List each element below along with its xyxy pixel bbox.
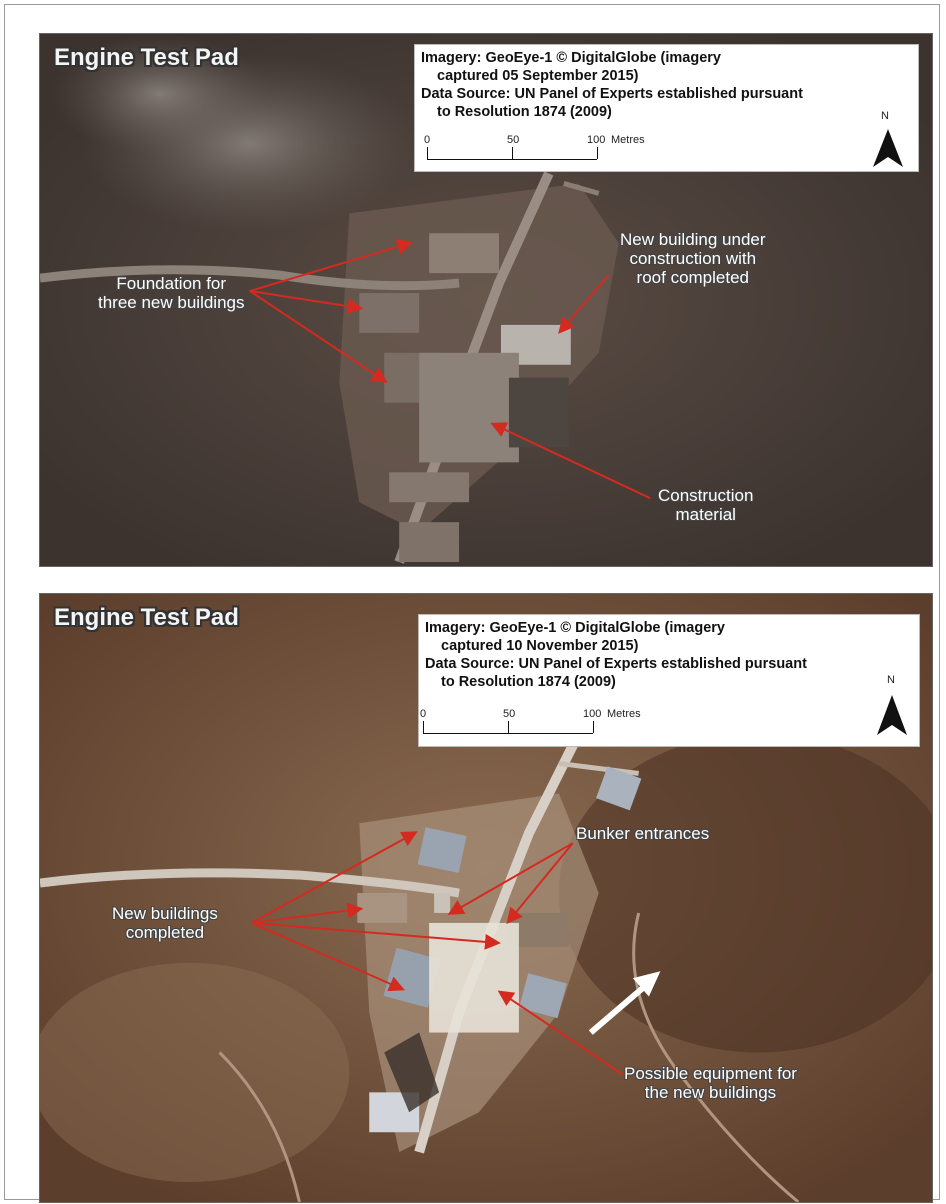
north-arrow-icon (873, 129, 903, 167)
annotation-foundation: Foundation for three new buildings (98, 274, 245, 312)
data-source-resolution: to Resolution 1874 (2009) (441, 674, 616, 690)
scale-tick (423, 721, 424, 733)
scale-tick-label: 0 (420, 708, 427, 720)
scale-line (427, 159, 597, 160)
scale-line (423, 733, 593, 734)
satellite-panel-september: Engine Test Pad Imagery: GeoEye-1 © Digi… (39, 33, 933, 567)
imagery-info-box: Imagery: GeoEye-1 © DigitalGlobe (imager… (414, 44, 919, 172)
scale-tick-label: 100 (583, 708, 602, 720)
scale-tick-label: 50 (507, 134, 520, 146)
scale-tick-label: 0 (424, 134, 431, 146)
scale-bar: 0 50 100 Metres (420, 705, 683, 741)
data-source-resolution: to Resolution 1874 (2009) (437, 104, 612, 120)
figure-frame: Engine Test Pad Imagery: GeoEye-1 © Digi… (4, 4, 940, 1203)
capture-date: captured 05 September 2015) (437, 68, 639, 84)
annotation-new-building: New building under construction with roo… (620, 230, 766, 287)
imagery-credit: Imagery: GeoEye-1 © DigitalGlobe (imager… (425, 620, 725, 636)
north-label: N (881, 110, 889, 122)
scale-unit: Metres (607, 708, 641, 720)
panel-title: Engine Test Pad (54, 604, 239, 631)
north-label: N (887, 674, 895, 686)
scale-tick (593, 721, 594, 733)
imagery-info-box: Imagery: GeoEye-1 © DigitalGlobe (imager… (418, 614, 920, 747)
annotation-possible-equipment: Possible equipment for the new buildings (624, 1064, 797, 1102)
annotation-construction-material: Construction material (658, 486, 754, 524)
scale-tick-label: 50 (503, 708, 516, 720)
annotation-bunker-entrances: Bunker entrances (576, 824, 710, 843)
capture-date: captured 10 November 2015) (441, 638, 639, 654)
data-source: Data Source: UN Panel of Experts establi… (425, 656, 807, 672)
panel-title: Engine Test Pad (54, 44, 239, 71)
scale-unit: Metres (611, 134, 645, 146)
north-arrow-icon (877, 695, 907, 735)
data-source: Data Source: UN Panel of Experts establi… (421, 86, 803, 102)
scale-tick-label: 100 (587, 134, 606, 146)
satellite-panel-november: Engine Test Pad Imagery: GeoEye-1 © Digi… (39, 593, 933, 1203)
scale-tick (508, 721, 509, 733)
scale-tick (512, 147, 513, 159)
imagery-credit: Imagery: GeoEye-1 © DigitalGlobe (imager… (421, 50, 721, 66)
scale-bar: 0 50 100 Metres (424, 131, 687, 167)
scale-tick (427, 147, 428, 159)
annotation-new-buildings-completed: New buildings completed (112, 904, 218, 942)
scale-tick (597, 147, 598, 159)
